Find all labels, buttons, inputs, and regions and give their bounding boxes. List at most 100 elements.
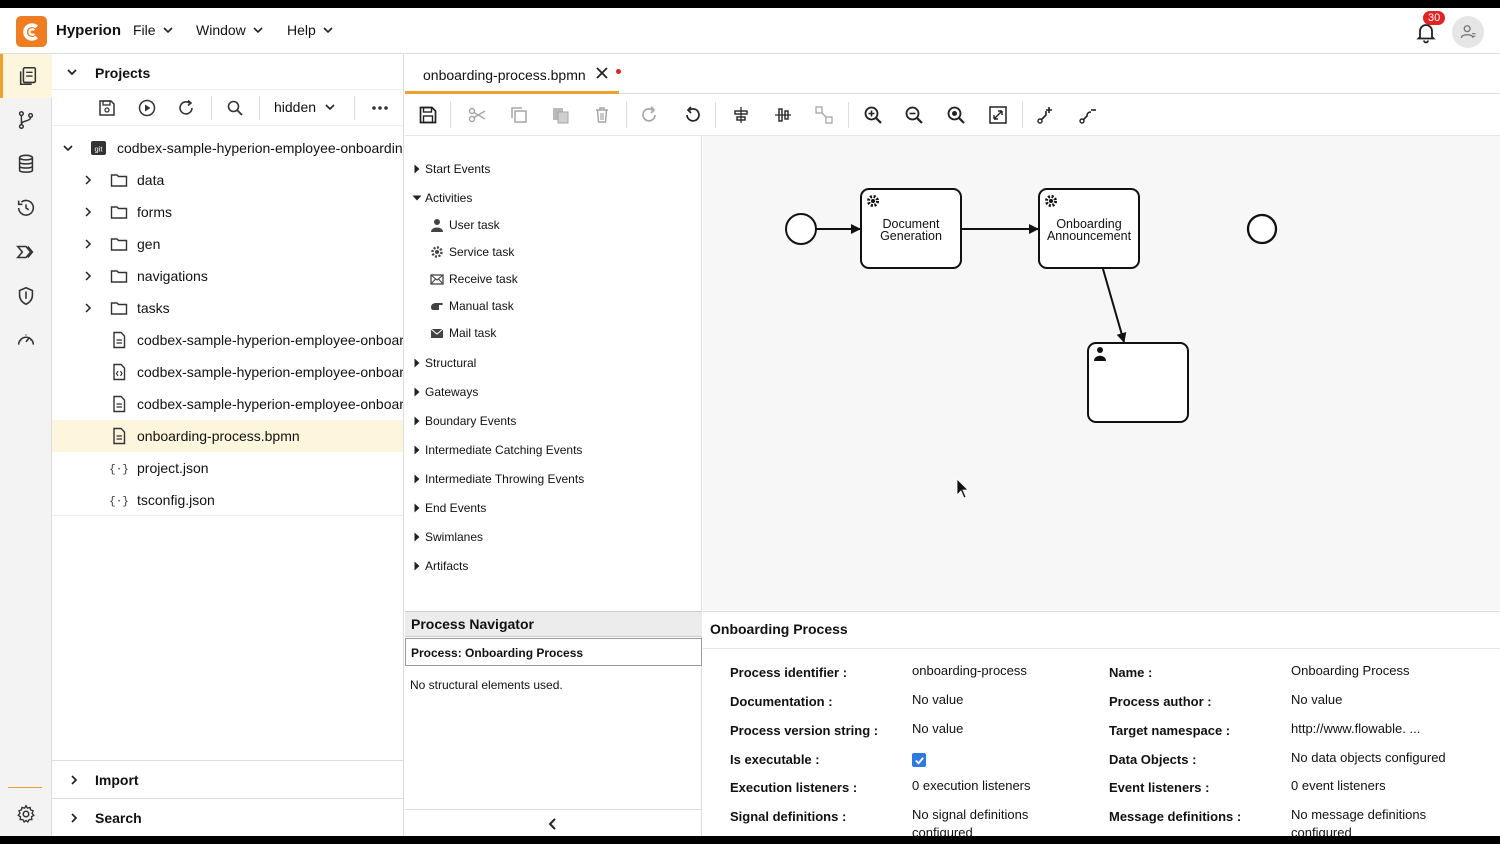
activity-settings[interactable] bbox=[0, 792, 52, 836]
tree-file-selected[interactable]: onboarding-process.bpmn bbox=[52, 420, 403, 452]
properties-panel: Onboarding Process Process identifier : … bbox=[703, 611, 1500, 836]
diagram-canvas[interactable]: Document Generation Onboarding Announcem… bbox=[703, 136, 1500, 610]
tree-folder[interactable]: navigations bbox=[52, 260, 403, 292]
property-value[interactable]: onboarding-process bbox=[912, 663, 1027, 678]
property-label: Is executable : bbox=[730, 752, 820, 767]
align-vertical-icon bbox=[734, 107, 748, 123]
notification-badge: 30 bbox=[1423, 11, 1446, 25]
start-event[interactable] bbox=[785, 213, 817, 245]
editor-tab[interactable]: onboarding-process.bpmn bbox=[405, 54, 621, 94]
tree-file[interactable]: {·} project.json bbox=[52, 452, 403, 484]
zoom-fit-button[interactable] bbox=[986, 103, 1010, 127]
zoom-actual-button[interactable] bbox=[944, 103, 968, 127]
redo-button[interactable] bbox=[638, 103, 662, 127]
same-size-button[interactable] bbox=[812, 103, 836, 127]
folder-icon bbox=[110, 302, 128, 315]
user-task[interactable] bbox=[1087, 342, 1189, 423]
projects-icon bbox=[19, 66, 36, 86]
import-section[interactable]: Import bbox=[52, 760, 403, 798]
unsaved-indicator bbox=[616, 69, 621, 74]
tree-file[interactable]: {·} tsconfig.json bbox=[52, 484, 403, 516]
activity-security[interactable] bbox=[0, 274, 52, 318]
save-button[interactable] bbox=[416, 103, 440, 127]
paste-button[interactable] bbox=[548, 103, 572, 127]
property-value[interactable]: No data objects configured bbox=[1291, 750, 1446, 765]
search-section[interactable]: Search bbox=[52, 798, 403, 836]
zoom-in-button[interactable] bbox=[861, 103, 885, 127]
tree-file[interactable]: codbex-sample-hyperion-employee-onboardi… bbox=[52, 324, 403, 356]
fit-icon bbox=[989, 106, 1007, 124]
delete-button[interactable] bbox=[590, 103, 614, 127]
navigator-empty-text: No structural elements used. bbox=[410, 678, 563, 692]
more-button[interactable] bbox=[370, 98, 390, 118]
save-all-button[interactable] bbox=[97, 98, 117, 118]
property-value[interactable]: No value bbox=[912, 692, 964, 707]
gauge-icon bbox=[17, 334, 35, 345]
property-value[interactable]: No value bbox=[1291, 692, 1343, 707]
projects-panel: Projects hidden git codbex-sample-hyperi… bbox=[52, 54, 404, 836]
property-value[interactable]: No message definitions configured bbox=[1291, 807, 1427, 836]
palette-item-label: Mail task bbox=[449, 326, 497, 340]
task-label: Onboarding bbox=[1056, 217, 1121, 231]
svg-text:git: git bbox=[95, 145, 104, 154]
hidden-files-select[interactable]: hidden bbox=[274, 99, 336, 115]
property-value[interactable]: No value bbox=[912, 721, 964, 736]
sequence-flow[interactable] bbox=[1102, 268, 1127, 343]
is-executable-checkbox[interactable] bbox=[912, 753, 926, 767]
search-button[interactable] bbox=[225, 98, 245, 118]
close-icon[interactable] bbox=[595, 66, 609, 80]
bell-icon[interactable] bbox=[1414, 20, 1438, 44]
activity-monitoring[interactable] bbox=[0, 318, 52, 362]
property-value[interactable]: Onboarding Process bbox=[1291, 663, 1410, 678]
property-label: Execution listeners : bbox=[730, 780, 858, 795]
property-label: Process author : bbox=[1109, 694, 1212, 709]
tree-folder[interactable]: forms bbox=[52, 196, 403, 228]
menu-window[interactable]: Window bbox=[196, 22, 264, 38]
deploy-icon bbox=[16, 245, 34, 259]
tree-folder[interactable]: tasks bbox=[52, 292, 403, 324]
align-vertical-button[interactable] bbox=[729, 103, 753, 127]
copy-button[interactable] bbox=[507, 103, 531, 127]
tree-folder[interactable]: data bbox=[52, 164, 403, 196]
cut-button[interactable] bbox=[465, 103, 489, 127]
mail-icon bbox=[430, 328, 444, 338]
run-button[interactable] bbox=[137, 98, 157, 118]
add-bendpoint-button[interactable] bbox=[1034, 103, 1058, 127]
hand-icon bbox=[431, 303, 443, 310]
palette-item-label: Receive task bbox=[449, 272, 518, 286]
property-value[interactable]: No signal definitions configured bbox=[912, 807, 1029, 836]
service-task-onboarding-announcement[interactable]: Onboarding Announcement bbox=[1038, 188, 1140, 269]
end-event[interactable] bbox=[1246, 213, 1278, 245]
align-horizontal-button[interactable] bbox=[771, 103, 795, 127]
remove-bendpoint-button[interactable] bbox=[1076, 103, 1100, 127]
zoom-out-button[interactable] bbox=[902, 103, 926, 127]
toolbar-separator bbox=[259, 96, 260, 120]
activity-deploy[interactable] bbox=[0, 230, 52, 274]
activity-git[interactable] bbox=[0, 98, 52, 142]
menu-file[interactable]: File bbox=[133, 22, 174, 38]
user-avatar[interactable] bbox=[1452, 16, 1484, 48]
projects-header[interactable]: Projects bbox=[52, 54, 403, 90]
tree-file[interactable]: codbex-sample-hyperion-employee-onboardi… bbox=[52, 356, 403, 388]
property-value[interactable]: http://www.flowable. ... bbox=[1291, 721, 1421, 736]
tree-file[interactable]: codbex-sample-hyperion-employee-onboardi… bbox=[52, 388, 403, 420]
service-task-document-generation[interactable]: Document Generation bbox=[860, 188, 962, 269]
chevron-left-icon[interactable] bbox=[546, 817, 560, 831]
app-title: Hyperion bbox=[56, 22, 122, 39]
activity-projects[interactable] bbox=[0, 54, 52, 98]
svg-text:{·}: {·} bbox=[110, 464, 128, 476]
palette-group-label: Swimlanes bbox=[425, 530, 484, 544]
folder-icon bbox=[110, 174, 128, 187]
activity-history[interactable] bbox=[0, 186, 52, 230]
chevron-right-icon bbox=[85, 207, 92, 217]
tree-folder[interactable]: gen bbox=[52, 228, 403, 260]
tree-root[interactable]: git codbex-sample-hyperion-employee-onbo… bbox=[52, 132, 403, 164]
refresh-button[interactable] bbox=[176, 98, 196, 118]
menu-help[interactable]: Help bbox=[287, 22, 334, 38]
bpmn-toolbar bbox=[405, 94, 1500, 136]
undo-button[interactable] bbox=[680, 103, 704, 127]
activity-database[interactable] bbox=[0, 142, 52, 186]
navigator-process[interactable]: Process: Onboarding Process bbox=[405, 638, 702, 666]
property-value[interactable]: 0 execution listeners bbox=[912, 778, 1031, 793]
property-value[interactable]: 0 event listeners bbox=[1291, 778, 1386, 793]
